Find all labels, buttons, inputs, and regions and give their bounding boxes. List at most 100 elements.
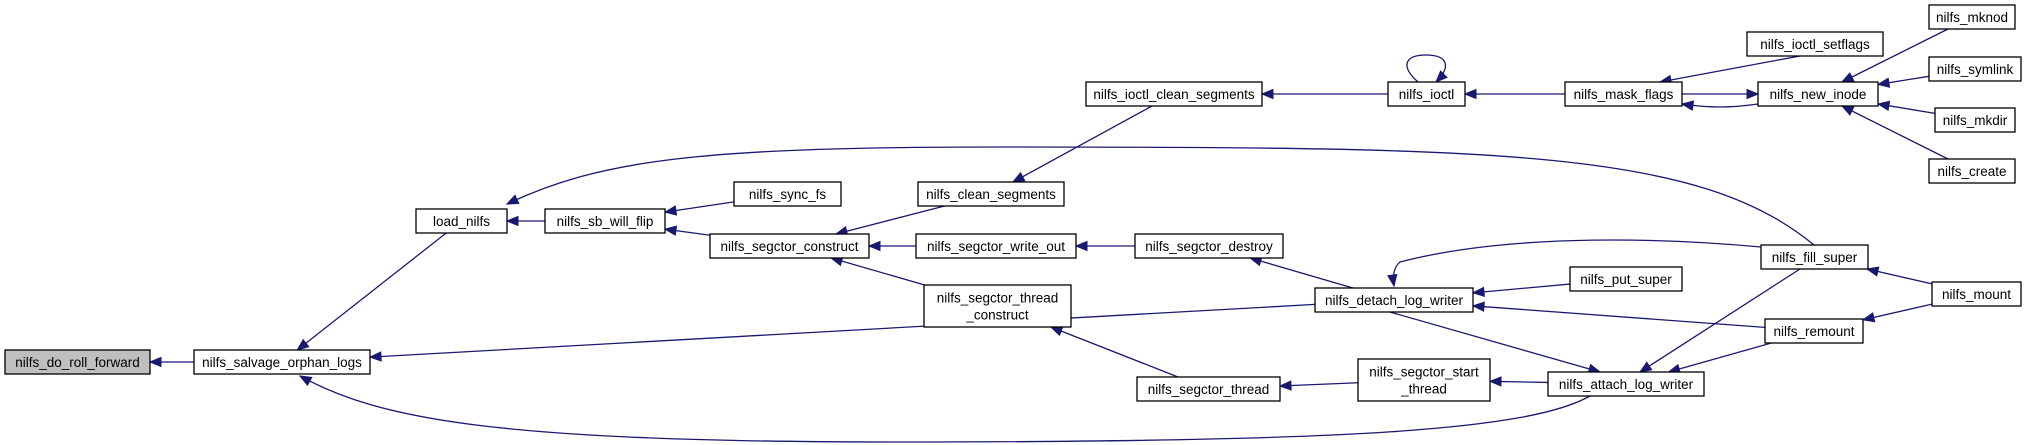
edge-nilfs_attach_log_writer-to-nilfs_salvage_orphan_logs — [298, 375, 1591, 443]
node-nilfs-segctor-construct[interactable]: nilfs_segctor_construct — [709, 233, 870, 259]
node-nilfs-segctor-thread[interactable]: nilfs_segctor_thread — [1136, 376, 1281, 402]
node-label: nilfs_detach_log_writer — [1325, 293, 1464, 308]
node-label: nilfs_clean_segments — [926, 187, 1056, 202]
edge-nilfs_segctor_start_thread-to-nilfs_segctor_thread — [1278, 380, 1359, 391]
arrowhead-icon — [663, 205, 678, 216]
node-nilfs-sb-will-flip[interactable]: nilfs_sb_will_flip — [544, 208, 666, 234]
arrowhead-icon — [1074, 240, 1088, 252]
node-nilfs-segctor-thread-construct[interactable]: nilfs_segctor_thread_construct — [923, 284, 1072, 328]
node-box — [1928, 56, 2022, 82]
edge-nilfs_mount-to-nilfs_remount — [1861, 303, 1933, 323]
node-box — [1928, 4, 2016, 30]
node-nilfs-segctor-write-out[interactable]: nilfs_segctor_write_out — [915, 233, 1077, 259]
arrowhead-icon — [298, 375, 313, 387]
edge-nilfs_fill_super-to-nilfs_attach_log_writer — [1638, 268, 1801, 373]
node-box — [1085, 81, 1263, 107]
node-label: nilfs_mkdir — [1943, 113, 2008, 128]
node-box — [1746, 31, 1884, 57]
edge-nilfs_salvage_orphan_logs-to-nilfs_do_roll_forward — [148, 356, 194, 368]
edge-nilfs_remount-to-nilfs_detach_log_writer — [1471, 301, 1766, 329]
node-label: nilfs_fill_super — [1772, 250, 1858, 265]
arrowhead-icon — [505, 215, 519, 227]
edge-line — [830, 257, 925, 286]
node-nilfs-segctor-destroy[interactable]: nilfs_segctor_destroy — [1134, 233, 1284, 259]
edge-line — [1389, 311, 1601, 373]
edge-line — [1841, 105, 1949, 160]
edge-line — [1862, 303, 1933, 321]
node-nilfs-mkdir[interactable]: nilfs_mkdir — [1934, 107, 2016, 133]
node-nilfs-ioctl-setflags[interactable]: nilfs_ioctl_setflags — [1746, 31, 1884, 57]
node-load-nilfs[interactable]: load_nilfs — [415, 208, 508, 234]
arrowhead-icon — [1680, 100, 1695, 111]
node-box — [1547, 371, 1705, 397]
node-box — [1387, 81, 1466, 107]
node-label: nilfs_segctor_start — [1369, 365, 1479, 380]
node-nilfs-clean-segments[interactable]: nilfs_clean_segments — [917, 181, 1065, 207]
node-nilfs-sync-fs[interactable]: nilfs_sync_fs — [733, 181, 842, 207]
edge-nilfs_mask_flags-to-nilfs_ioctl — [1463, 88, 1565, 100]
arrowhead-icon — [1278, 380, 1292, 391]
edge-line — [1668, 342, 1772, 373]
node-nilfs-ioctl-clean-segments[interactable]: nilfs_ioctl_clean_segments — [1085, 81, 1263, 107]
node-box — [1760, 244, 1869, 270]
node-nilfs-mknod[interactable]: nilfs_mknod — [1928, 4, 2016, 30]
node-box — [1934, 107, 2016, 133]
node-nilfs-fill-super[interactable]: nilfs_fill_super — [1760, 244, 1869, 270]
arrowhead-icon — [1865, 266, 1880, 277]
node-nilfs-remount[interactable]: nilfs_remount — [1764, 318, 1864, 344]
node-box — [1314, 287, 1474, 313]
edge-line — [1050, 326, 1179, 378]
node-nilfs-detach-log-writer[interactable]: nilfs_detach_log_writer — [1314, 287, 1474, 313]
node-box — [1928, 158, 2016, 184]
node-label: nilfs_mask_flags — [1574, 87, 1674, 102]
arrowhead-icon — [1840, 105, 1855, 116]
edge-load_nilfs-to-nilfs_salvage_orphan_logs — [296, 232, 447, 351]
node-box — [1569, 266, 1683, 292]
node-label: nilfs_salvage_orphan_logs — [202, 355, 362, 370]
edge-nilfs_create-to-nilfs_new_inode — [1840, 105, 1949, 160]
node-label: nilfs_segctor_destroy — [1145, 239, 1273, 254]
edge-line — [296, 232, 447, 351]
node-box — [733, 181, 842, 207]
edge-nilfs_fill_super-to-load_nilfs — [505, 146, 1815, 246]
edge-nilfs_segctor_destroy-to-nilfs_segctor_write_out — [1074, 240, 1135, 252]
arrowhead-icon — [1049, 326, 1064, 337]
node-nilfs-put-super[interactable]: nilfs_put_super — [1569, 266, 1683, 292]
edge-line — [1659, 55, 1801, 83]
arrowhead-icon — [1435, 70, 1448, 83]
arrowhead-icon — [368, 351, 382, 362]
node-box — [1134, 233, 1284, 259]
edge-nilfs_segctor_thread-to-nilfs_segctor_thread_construct — [1049, 326, 1179, 378]
node-nilfs-ioctl[interactable]: nilfs_ioctl — [1387, 81, 1466, 107]
arrowhead-icon — [1471, 286, 1485, 298]
edge-nilfs_segctor_construct-to-nilfs_sb_will_flip — [663, 225, 711, 236]
node-box — [915, 233, 1077, 259]
node-nilfs-create[interactable]: nilfs_create — [1928, 158, 2016, 184]
arrowhead-icon — [1471, 301, 1485, 312]
edge-line — [1472, 283, 1571, 294]
node-nilfs-symlink[interactable]: nilfs_symlink — [1928, 56, 2022, 82]
node-label: nilfs_do_roll_forward — [15, 355, 140, 370]
edge-line — [835, 205, 945, 235]
arrowhead-icon — [1011, 171, 1026, 183]
node-nilfs-mount[interactable]: nilfs_mount — [1931, 281, 2022, 307]
edge-line — [1279, 382, 1359, 387]
edge-line — [506, 146, 1815, 246]
edge-line — [1406, 54, 1447, 83]
node-nilfs-do-roll-forward[interactable]: nilfs_do_roll_forward — [4, 349, 151, 375]
node-nilfs-salvage-orphan-logs[interactable]: nilfs_salvage_orphan_logs — [193, 349, 371, 375]
node-nilfs-new-inode[interactable]: nilfs_new_inode — [1757, 81, 1879, 107]
edge-line — [299, 375, 1591, 443]
node-label: nilfs_sb_will_flip — [557, 214, 654, 229]
node-label: nilfs_put_super — [1580, 272, 1672, 287]
node-nilfs-segctor-start-thread[interactable]: nilfs_segctor_start_thread — [1357, 358, 1491, 402]
node-box — [4, 349, 151, 375]
node-nilfs-mask-flags[interactable]: nilfs_mask_flags — [1564, 81, 1683, 107]
node-nilfs-attach-log-writer[interactable]: nilfs_attach_log_writer — [1547, 371, 1705, 397]
arrowhead-icon — [1746, 88, 1760, 100]
arrowhead-icon — [1463, 88, 1477, 100]
node-label: nilfs_segctor_thread — [1148, 382, 1270, 397]
arrowhead-icon — [1260, 88, 1274, 100]
arrowhead-icon — [1861, 312, 1876, 323]
edge-nilfs_detach_log_writer-to-nilfs_attach_log_writer — [1389, 311, 1602, 374]
